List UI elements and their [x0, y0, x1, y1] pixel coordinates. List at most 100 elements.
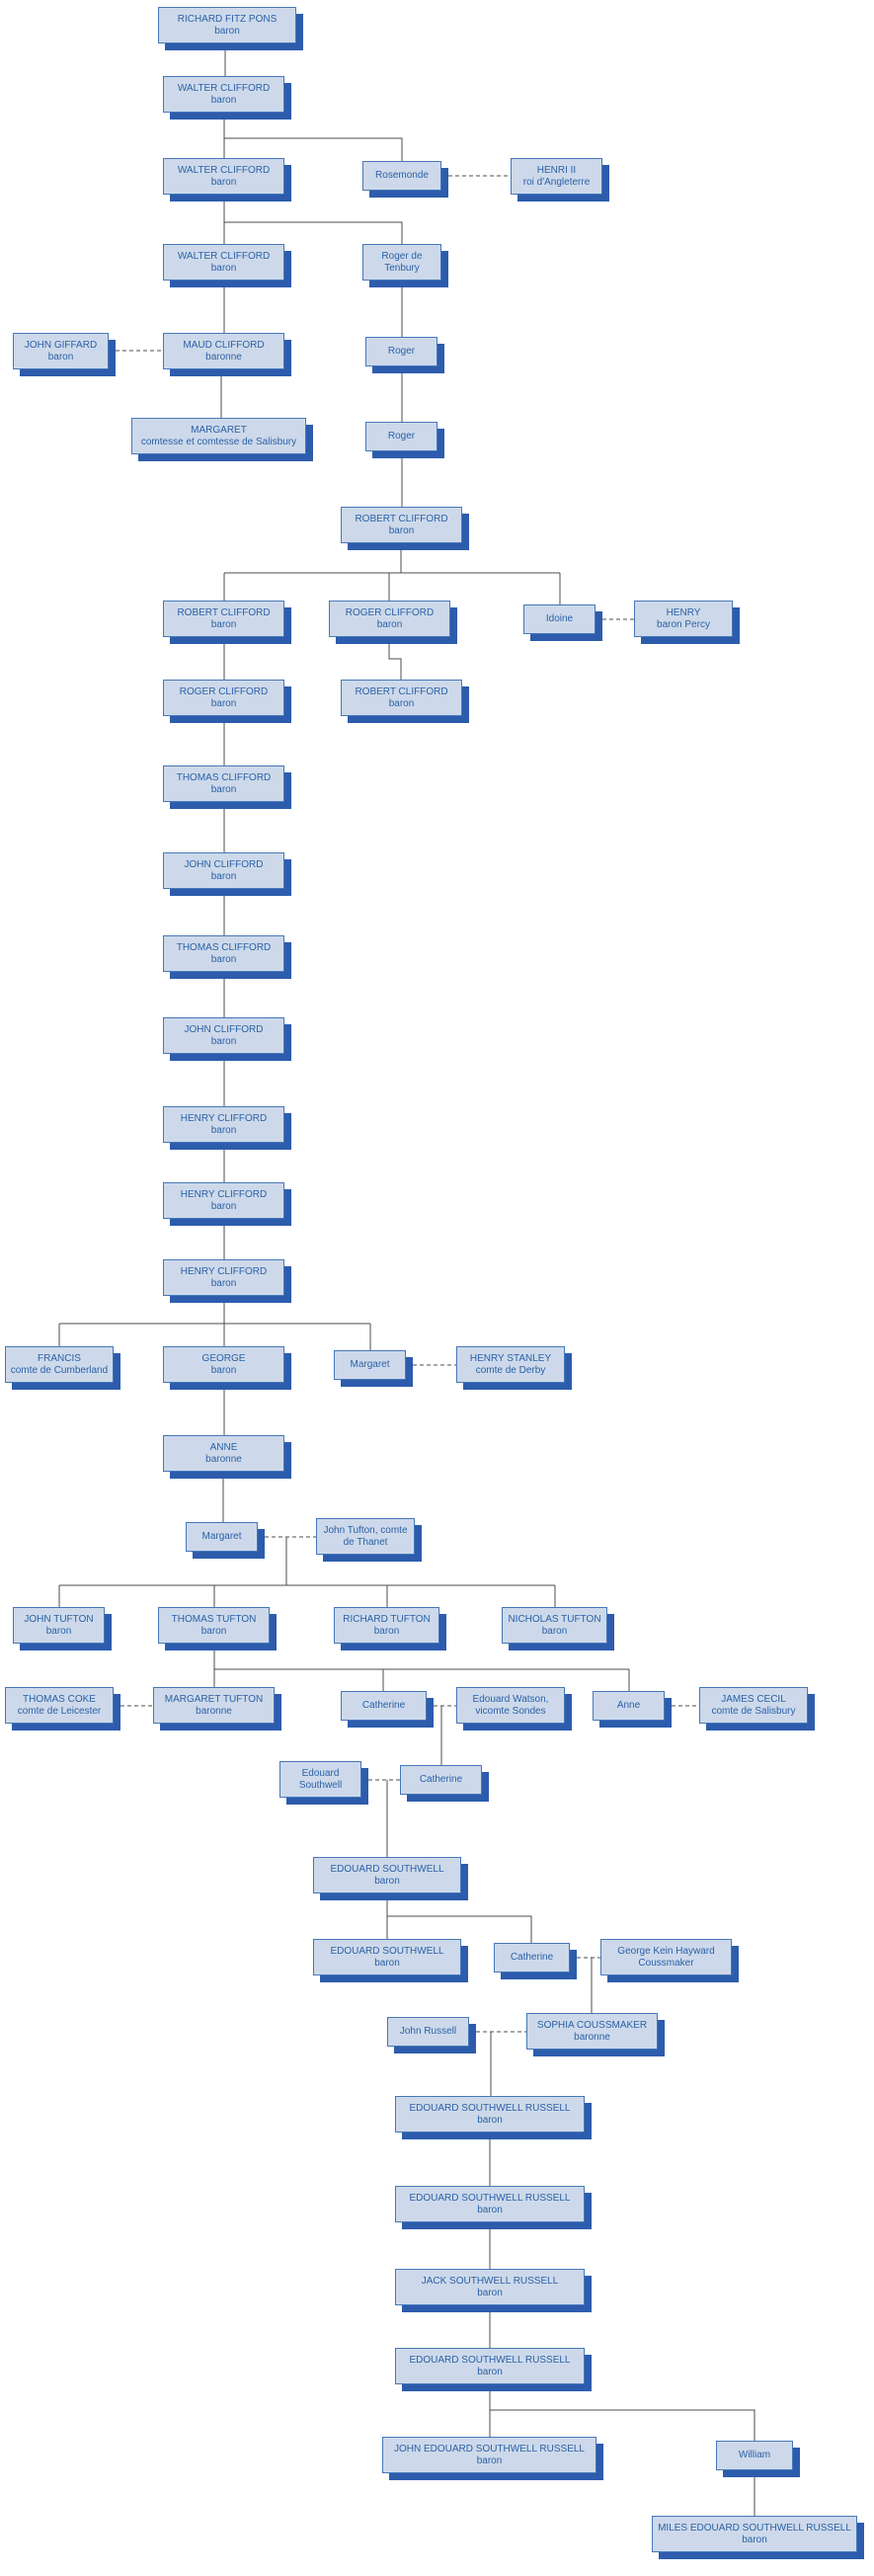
person-title: baronne — [205, 1453, 242, 1465]
person-title: baron — [210, 953, 237, 965]
person-name: WALTER CLIFFORD — [177, 82, 271, 94]
person-node-roger-1[interactable]: Roger — [365, 337, 437, 366]
person-node-edouard-watson[interactable]: Edouard Watson,vicomte Sondes — [456, 1687, 565, 1724]
person-name: THOMAS CLIFFORD — [176, 771, 272, 783]
person-title: baronne — [196, 1705, 232, 1717]
person-name: Idoine — [545, 613, 574, 624]
person-title: baron — [210, 1277, 237, 1289]
person-name: ROBERT CLIFFORD — [177, 606, 271, 618]
person-node-idoine[interactable]: Idoine — [523, 604, 596, 634]
person-node-roger-2[interactable]: Roger — [365, 422, 437, 451]
person-name: SOPHIA COUSSMAKER — [536, 2019, 648, 2031]
person-name: ROBERT CLIFFORD — [355, 513, 448, 524]
person-title: baron — [742, 2534, 767, 2545]
person-title: baron — [210, 697, 237, 709]
person-node-margaret-tufton-wife[interactable]: Margaret — [186, 1522, 258, 1552]
person-node-catherine-coussmaker[interactable]: Catherine — [494, 1943, 570, 1972]
person-node-catherine-southwell[interactable]: Catherine — [400, 1765, 482, 1795]
person-name: JOHN CLIFFORD — [184, 858, 264, 870]
person-title: baron — [477, 2114, 503, 2126]
person-title: baron — [210, 1364, 237, 1376]
descent-connector — [224, 137, 403, 161]
person-name: JAMES CECIL — [721, 1693, 786, 1705]
person-title: baron — [200, 1625, 227, 1637]
person-name: RICHARD FITZ PONS — [177, 13, 278, 25]
person-name: JOHN TUFTON — [24, 1613, 94, 1625]
person-name: HENRY CLIFFORD — [180, 1265, 268, 1277]
person-title: roi d'Angleterre — [522, 176, 591, 188]
person-node-john-russell[interactable]: John Russell — [387, 2017, 469, 2047]
person-node-anne-cecil[interactable]: Anne — [593, 1691, 665, 1721]
person-name: THOMAS COKE — [23, 1693, 96, 1705]
person-name: WALTER CLIFFORD — [177, 250, 271, 262]
person-title: comte de Derby — [475, 1364, 546, 1376]
person-name: John Russell — [399, 2026, 457, 2037]
person-title: baron — [210, 1035, 237, 1047]
person-title: baronne — [574, 2031, 610, 2043]
person-name: John Tufton, comte — [323, 1524, 408, 1536]
person-title: comtesse et comtesse de Salisbury — [140, 436, 297, 447]
person-name: MARGARET TUFTON — [164, 1693, 264, 1705]
person-name: Roger — [387, 431, 416, 442]
person-node-rosemonde[interactable]: Rosemonde — [362, 161, 441, 191]
person-name: RICHARD TUFTON — [343, 1613, 431, 1625]
descent-connector — [490, 2409, 755, 2441]
person-title: baron Percy — [657, 618, 710, 630]
person-title: baron — [210, 176, 237, 188]
person-name: EDOUARD SOUTHWELL RUSSELL — [409, 2354, 571, 2366]
person-name: EDOUARD SOUTHWELL — [330, 1945, 444, 1957]
person-node-catherine-watson[interactable]: Catherine — [341, 1691, 427, 1721]
person-node-margaret-stanley[interactable]: Margaret — [334, 1350, 406, 1380]
person-name: JOHN GIFFARD — [24, 339, 98, 351]
person-title: baron — [541, 1625, 568, 1637]
person-name: HENRY CLIFFORD — [180, 1188, 268, 1200]
person-name: EDOUARD SOUTHWELL RUSSELL — [409, 2102, 571, 2114]
person-node-william[interactable]: William — [716, 2441, 793, 2470]
